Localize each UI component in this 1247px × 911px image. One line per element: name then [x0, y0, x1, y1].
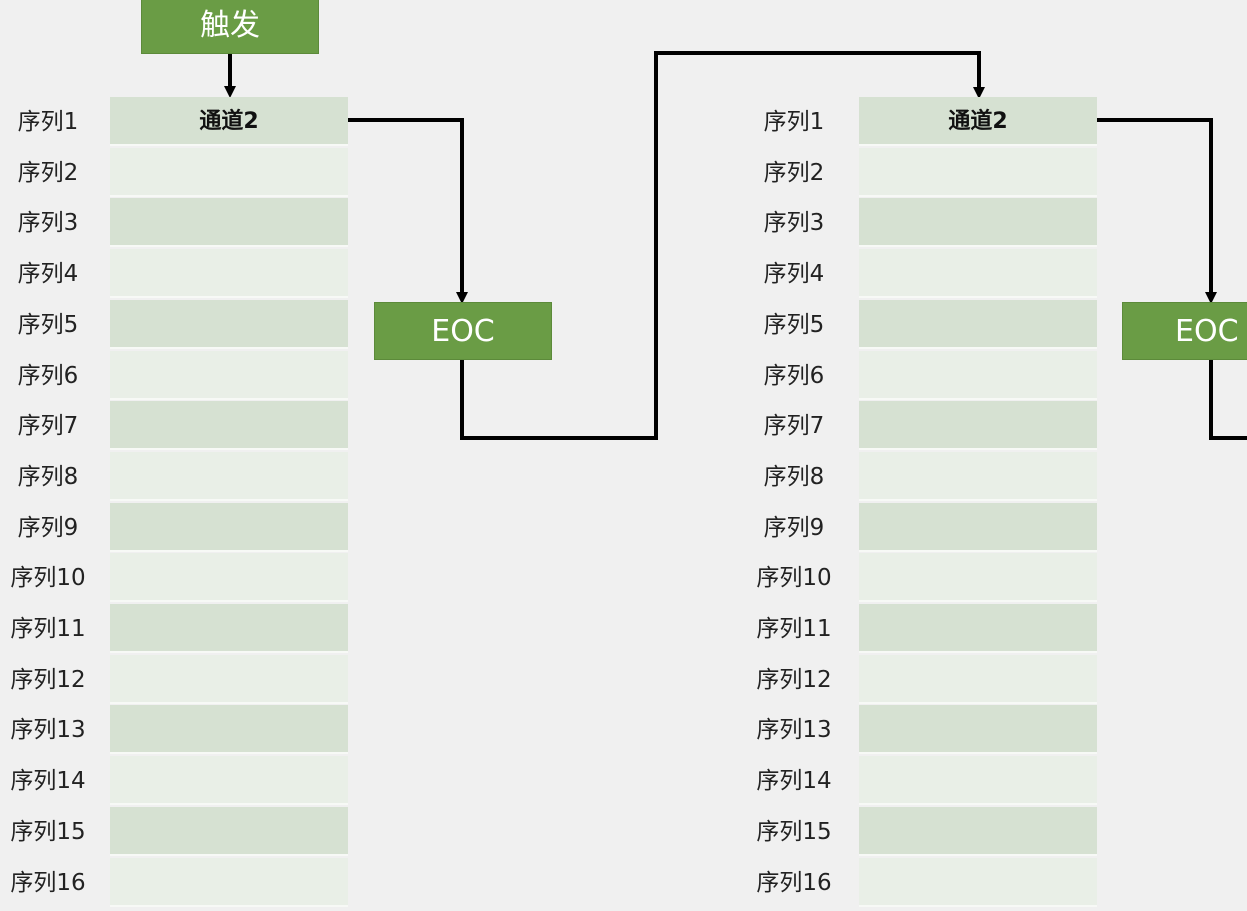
sequence-label: 序列6	[17, 363, 79, 389]
sequence-slot	[859, 655, 1097, 704]
sequence-label: 序列8	[763, 464, 825, 490]
sequence-slot	[110, 503, 348, 552]
sequence-label: 序列11	[10, 616, 86, 642]
sequence-label: 序列14	[756, 768, 832, 794]
sequence-label: 序列5	[17, 312, 79, 338]
sequence-label: 序列13	[10, 717, 86, 743]
sequence-slot	[110, 553, 348, 602]
sequence-slot	[110, 452, 348, 501]
sequence-slot	[110, 705, 348, 754]
sequence-label: 序列12	[756, 667, 832, 693]
sequence-label: 序列12	[10, 667, 86, 693]
sequence-slot	[110, 401, 348, 450]
sequence-slot	[110, 655, 348, 704]
sequence-slot	[859, 249, 1097, 298]
sequence-label: 序列15	[10, 819, 86, 845]
sequence-label: 序列16	[10, 870, 86, 896]
sequence-label: 序列16	[756, 870, 832, 896]
sequence-slot	[859, 198, 1097, 247]
channel-cell: 通道2	[859, 97, 1097, 146]
sequence-label: 序列6	[763, 363, 825, 389]
sequence-label: 序列10	[756, 565, 832, 591]
sequence-label: 序列8	[17, 464, 79, 490]
eoc-to-next-conversion-arrow	[460, 51, 985, 440]
sequence-slot	[110, 300, 348, 349]
sequence-slot	[859, 503, 1097, 552]
sequence-slot	[859, 300, 1097, 349]
sequence-label: 序列4	[17, 261, 79, 287]
sequence-slot	[859, 452, 1097, 501]
sequence-slot	[110, 756, 348, 805]
channel-label: 通道2	[948, 109, 1008, 134]
sequence-slot	[859, 148, 1097, 197]
sequence-label: 序列2	[17, 160, 79, 186]
sequence-slot	[859, 351, 1097, 400]
eoc-box-right: EOC	[1122, 302, 1247, 360]
sequence-label: 序列3	[763, 210, 825, 236]
eoc-label: EOC	[431, 314, 495, 349]
sequence-label: 序列14	[10, 768, 86, 794]
sequence-slot	[110, 198, 348, 247]
sequence-label: 序列11	[756, 616, 832, 642]
sequence-label: 序列9	[17, 515, 79, 541]
trigger-box: 触发	[141, 0, 319, 54]
channel-label: 通道2	[199, 109, 259, 134]
sequence-slot	[859, 553, 1097, 602]
sequence-label: 序列4	[763, 261, 825, 287]
channel-to-eoc-arrow-right	[1097, 118, 1217, 304]
sequence-label: 序列3	[17, 210, 79, 236]
sequence-label: 序列7	[17, 413, 79, 439]
sequence-slot	[110, 249, 348, 298]
sequence-label: 序列7	[763, 413, 825, 439]
sequence-label: 序列5	[763, 312, 825, 338]
eoc-label: EOC	[1175, 314, 1239, 349]
sequence-label: 序列2	[763, 160, 825, 186]
sequence-slot	[859, 401, 1097, 450]
sequence-slot	[859, 756, 1097, 805]
trigger-label: 触发	[200, 8, 260, 43]
eoc-exit-line-right	[1209, 360, 1247, 440]
sequence-label: 序列1	[763, 109, 825, 135]
sequence-label: 序列10	[10, 565, 86, 591]
sequence-slot	[859, 858, 1097, 907]
sequence-slot	[110, 604, 348, 653]
sequence-slot	[859, 604, 1097, 653]
sequence-label: 序列15	[756, 819, 832, 845]
sequence-label: 序列1	[17, 109, 79, 135]
sequence-slot	[859, 705, 1097, 754]
channel-cell: 通道2	[110, 97, 348, 146]
sequence-slot	[110, 351, 348, 400]
sequence-slot	[859, 807, 1097, 856]
sequence-label: 序列9	[763, 515, 825, 541]
channel-to-eoc-arrow-left	[348, 118, 468, 304]
sequence-slot	[110, 148, 348, 197]
sequence-slot	[110, 807, 348, 856]
eoc-box-left: EOC	[374, 302, 552, 360]
sequence-slot	[110, 858, 348, 907]
sequence-label: 序列13	[756, 717, 832, 743]
